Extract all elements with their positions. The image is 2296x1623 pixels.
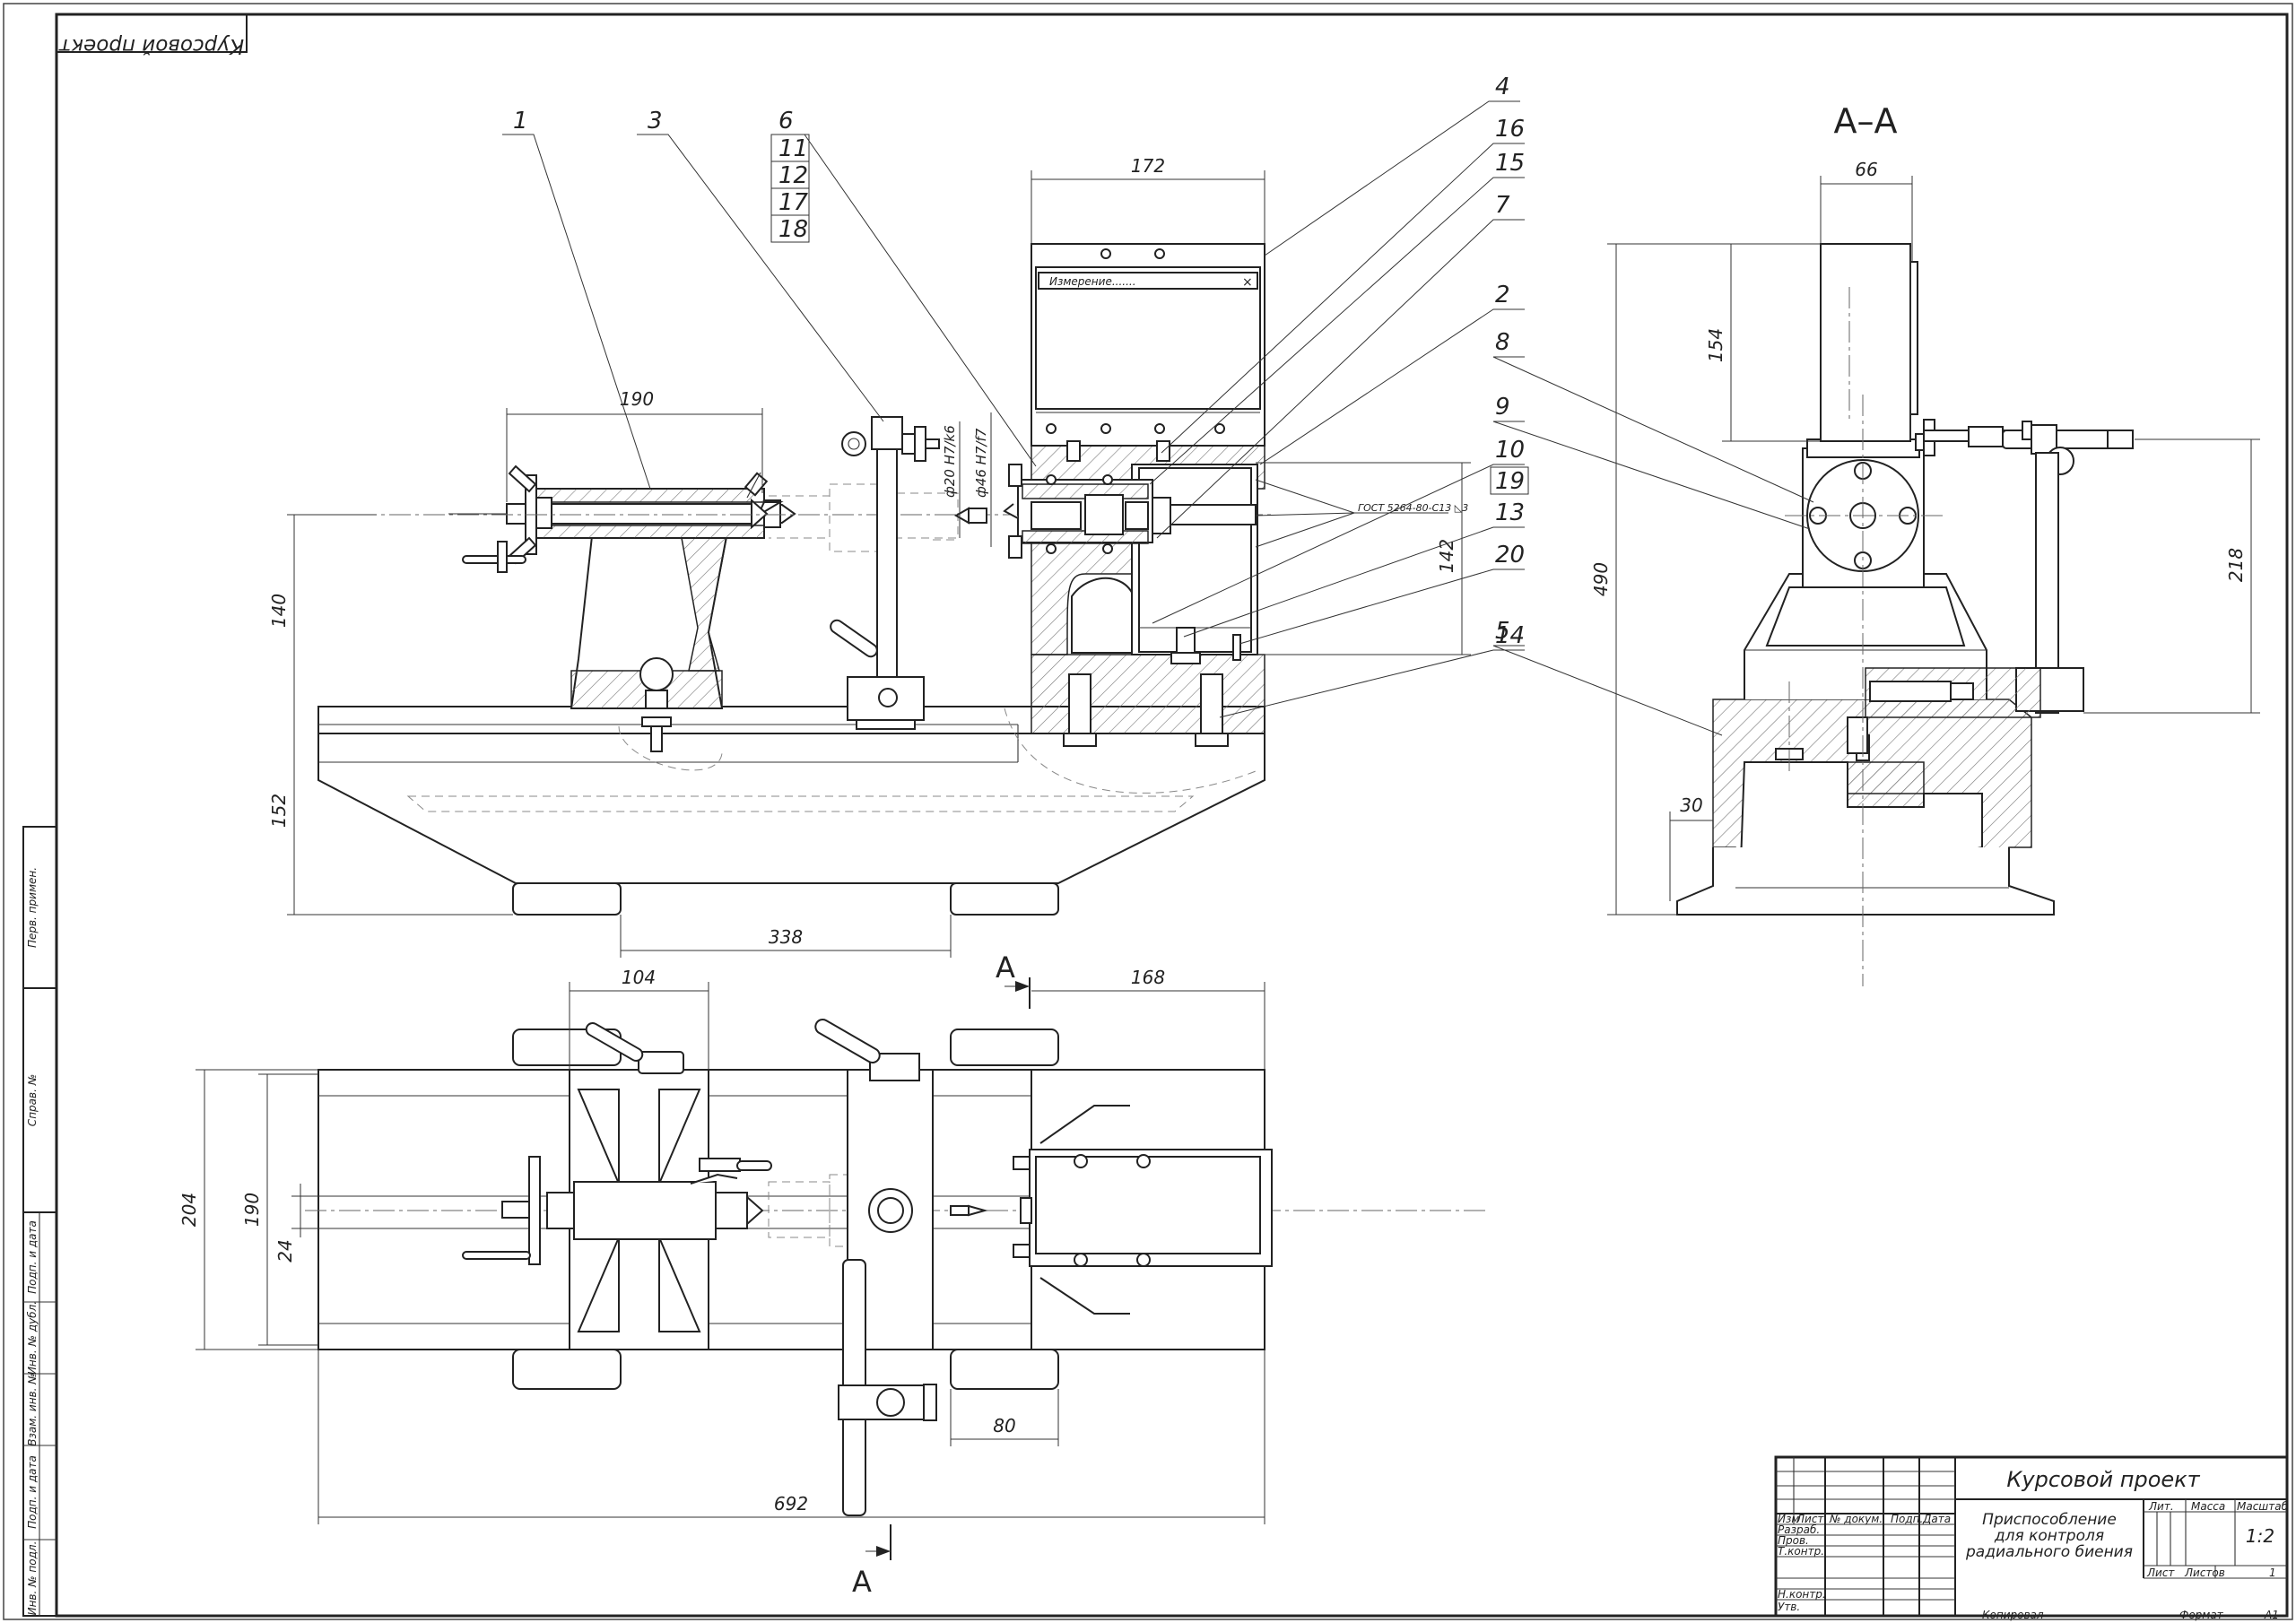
tb-col-date: Дата [1922,1513,1951,1525]
tb-row-utv: Утв. [1778,1601,1800,1613]
section-view: А–А [1676,101,2134,986]
dim-24: 24 [274,1239,296,1262]
tb-project: Курсовой проект [2006,1467,2200,1492]
tb-col-list: Лист [1796,1513,1824,1525]
dim-104: 104 [622,967,656,988]
tb-lit: Лит. [2148,1500,2174,1513]
top-left-stamp: Курсовой проект [56,13,248,57]
strip-cell-5: Взам. инв. № [26,1373,39,1445]
callout-3: 3 [648,108,663,135]
tb-scale-value: 1:2 [2246,1525,2274,1547]
section-dimensions: 66 154 490 218 30 8 9 5 [1492,159,2260,916]
dim-490: 490 [1590,562,1612,596]
callout-1: 1 [513,108,528,135]
tb-row-nkontr: Н.контр. [1778,1588,1826,1601]
left-side-strip: Перв. примен. Справ. № Подп. и дата Инв.… [22,826,57,1617]
callout-6: 6 [778,108,794,135]
inner-frame [55,13,2289,1618]
tb-col-izm: Изм [1778,1513,1799,1525]
section-marker-top: А [996,950,1015,985]
dim-218: 218 [2225,548,2247,582]
callout-17: 17 [778,189,809,216]
callout-16: 16 [1495,116,1525,143]
callout-19: 19 [1495,468,1525,495]
plan-view [305,1019,1489,1516]
tb-mass: Масса [2191,1500,2225,1513]
tb-col-doc: № докум. [1829,1513,1883,1525]
tb-row-razrab: Разраб. [1778,1523,1820,1536]
tb-row-tkontr: Т.контр. [1778,1545,1824,1558]
strip-cell-7: Инв. № подл. [26,1541,39,1616]
front-callouts: 1 3 6 11 12 17 18 4 16 15 7 2 10 19 13 2… [502,74,1529,718]
dim-168: 168 [1131,967,1165,988]
stamp-text: Курсовой проект [58,34,244,57]
tb-format-label: Формат [2179,1609,2224,1621]
callout-9: 9 [1495,394,1510,421]
tb-sheets-value: 1 [2269,1567,2276,1579]
dim-190-plan: 190 [241,1193,263,1227]
callout-18: 18 [778,216,808,243]
tb-name-3: радиального биения [1965,1543,2133,1561]
callout-5: 5 [1495,618,1510,645]
section-markers: А А [852,950,1031,1599]
dim-142: 142 [1436,539,1457,573]
section-label: А–А [1834,101,1898,141]
tb-scale: Масштаб [2237,1500,2289,1513]
tb-sheets: Листов [2184,1567,2225,1579]
dim-80: 80 [993,1415,1015,1436]
callout-10: 10 [1495,437,1525,464]
callout-14: 14 [1495,622,1525,649]
tb-name-2: для контроля [1994,1527,2104,1545]
front-view-dimensions: 190 172 140 152 338 142 ф20 H7/k6 ф46 H7… [268,155,1471,958]
callout-2: 2 [1495,282,1510,308]
dim-154: 154 [1705,328,1726,362]
strip-cell-4: Инв. № дубл. [26,1301,39,1375]
dim-338: 338 [769,926,803,948]
tb-copied: Копировал [1982,1609,2044,1621]
section-marker-bottom: А [852,1565,872,1599]
callout-stack-6 [770,134,810,243]
outer-frame [3,3,2293,1620]
callout-12: 12 [778,162,808,189]
callout-11: 11 [778,135,808,162]
weld-note: ГОСТ 5264-80-С13 ◺3 [1358,502,1468,514]
callout-15: 15 [1495,150,1525,177]
display-window-close: × [1242,275,1253,290]
strip-cell-6: Подп. и дата [26,1455,39,1529]
title-block: Курсовой проект Приспособление для контр… [1774,1455,2289,1621]
callout-4: 4 [1495,74,1510,100]
callout-13: 13 [1495,499,1525,526]
tb-row-prov: Пров. [1778,1534,1809,1547]
strip-cell-2: Справ. № [26,1074,39,1126]
callout-7: 7 [1495,192,1510,219]
dim-140: 140 [268,594,290,628]
dim-152: 152 [268,794,290,828]
dim-190-top: 190 [620,388,654,410]
plan-dimensions: 104 168 204 190 24 80 692 [178,967,1265,1524]
dim-204: 204 [178,1193,200,1227]
front-view: Измерение....... × [287,243,1274,916]
dim-172: 172 [1131,155,1165,177]
strip-cell-1: Перв. примен. [26,867,39,948]
fit-20: ф20 H7/k6 [942,425,958,498]
tb-name-1: Приспособление [1982,1511,2117,1529]
tb-format-value: А1 [2264,1609,2279,1621]
dim-692: 692 [774,1493,808,1515]
callout-20: 20 [1495,542,1525,568]
dim-66: 66 [1855,159,1877,180]
tb-col-sign: Подп. [1891,1513,1923,1525]
dim-30: 30 [1680,794,1702,816]
display-window-title: Измерение....... [1049,275,1136,288]
strip-cell-3: Подп. и дата [26,1220,39,1294]
tb-sheet: Лист [2146,1567,2175,1579]
fit-46: ф46 H7/f7 [973,428,989,498]
callout-8: 8 [1495,329,1510,356]
